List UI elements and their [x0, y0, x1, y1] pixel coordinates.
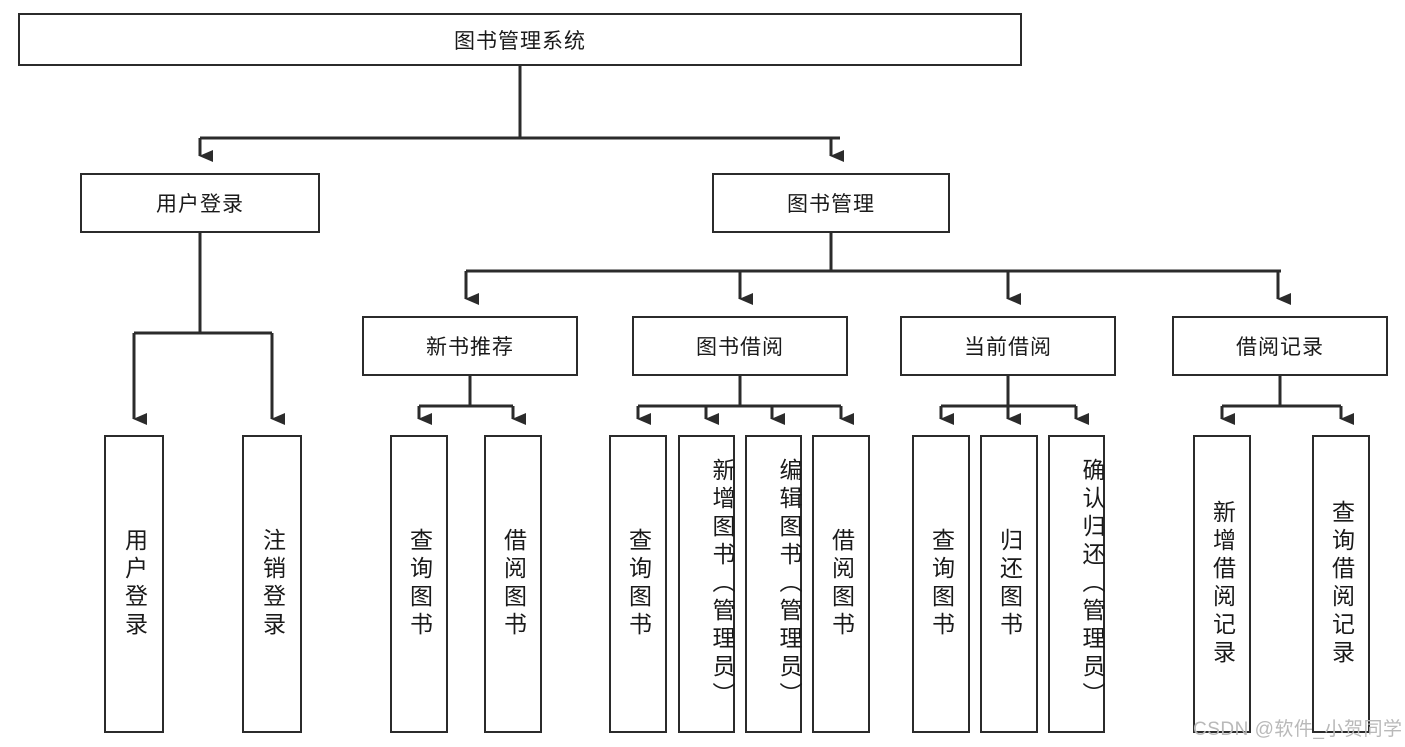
leaf-new-book-query[interactable]: 查询图书 [390, 435, 448, 733]
leaf-book-borrow-query[interactable]: 查询图书 [609, 435, 667, 733]
leaf-current-borrow-query-label: 查询图书 [928, 528, 955, 640]
node-borrow-record-label: 借阅记录 [1236, 336, 1324, 359]
leaf-book-borrow-add-label: 新增图书（管理员） [709, 458, 735, 710]
node-new-book-recommend[interactable]: 新书推荐 [362, 316, 578, 376]
node-book-borrow[interactable]: 图书借阅 [632, 316, 848, 376]
leaf-book-borrow-borrow[interactable]: 借阅图书 [812, 435, 870, 733]
node-book-manage[interactable]: 图书管理 [712, 173, 950, 233]
leaf-borrow-record-query-label: 查询借阅记录 [1328, 500, 1355, 668]
leaf-current-borrow-confirm-label: 确认归还（管理员） [1079, 458, 1105, 710]
leaf-borrow-record-query[interactable]: 查询借阅记录 [1312, 435, 1370, 733]
leaf-current-borrow-return[interactable]: 归还图书 [980, 435, 1038, 733]
leaf-user-login-signout-label: 注销登录 [259, 528, 286, 640]
leaf-book-borrow-edit-label: 编辑图书（管理员） [776, 458, 802, 710]
leaf-new-book-borrow-label: 借阅图书 [500, 528, 527, 640]
leaf-book-borrow-add[interactable]: 新增图书（管理员） [678, 435, 735, 733]
node-user-login[interactable]: 用户登录 [80, 173, 320, 233]
leaf-new-book-borrow[interactable]: 借阅图书 [484, 435, 542, 733]
node-root[interactable]: 图书管理系统 [18, 13, 1022, 66]
node-current-borrow-label: 当前借阅 [964, 336, 1052, 359]
leaf-user-login-signin[interactable]: 用户登录 [104, 435, 164, 733]
node-book-manage-label: 图书管理 [787, 193, 875, 216]
leaf-borrow-record-add[interactable]: 新增借阅记录 [1193, 435, 1251, 733]
node-book-borrow-label: 图书借阅 [696, 336, 784, 359]
node-borrow-record[interactable]: 借阅记录 [1172, 316, 1388, 376]
watermark-csdn: CSDN @软件_小贺同学 [1193, 719, 1403, 740]
leaf-current-borrow-query[interactable]: 查询图书 [912, 435, 970, 733]
leaf-user-login-signout[interactable]: 注销登录 [242, 435, 302, 733]
leaf-book-borrow-query-label: 查询图书 [625, 528, 652, 640]
leaf-borrow-record-add-label: 新增借阅记录 [1209, 500, 1236, 668]
leaf-user-login-signin-label: 用户登录 [121, 528, 148, 640]
node-new-book-recommend-label: 新书推荐 [426, 336, 514, 359]
leaf-current-borrow-return-label: 归还图书 [996, 528, 1023, 640]
node-current-borrow[interactable]: 当前借阅 [900, 316, 1116, 376]
node-user-login-label: 用户登录 [156, 193, 244, 216]
leaf-book-borrow-edit[interactable]: 编辑图书（管理员） [745, 435, 802, 733]
node-root-label: 图书管理系统 [454, 29, 586, 53]
leaf-book-borrow-borrow-label: 借阅图书 [828, 528, 855, 640]
leaf-current-borrow-confirm[interactable]: 确认归还（管理员） [1048, 435, 1105, 733]
leaf-new-book-query-label: 查询图书 [406, 528, 433, 640]
